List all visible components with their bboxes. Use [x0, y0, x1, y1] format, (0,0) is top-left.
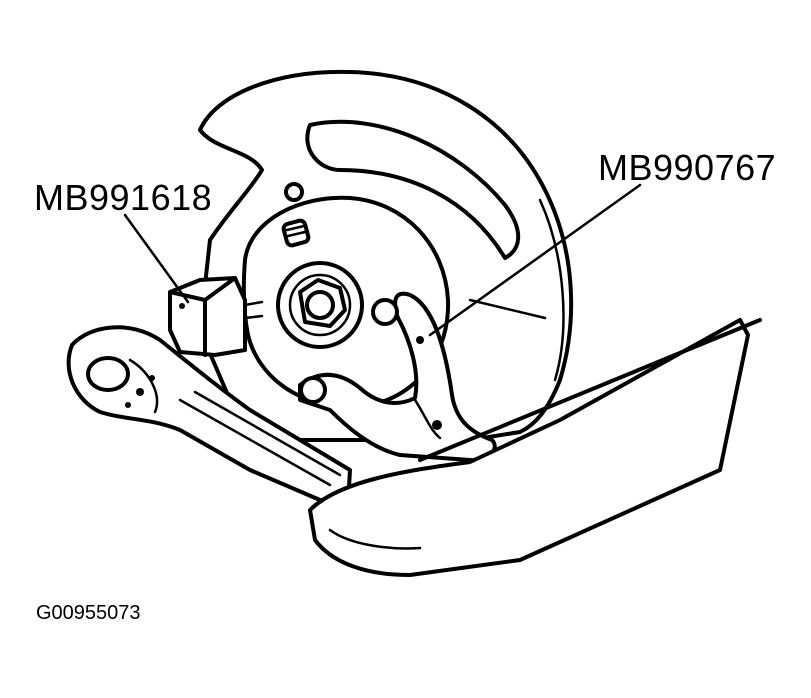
hub-center-nut — [276, 261, 364, 349]
tool-label-mb991618: MB991618 — [34, 177, 213, 218]
tool-label-mb990767: MB990767 — [598, 147, 777, 188]
leader-line-mb990767 — [428, 183, 642, 337]
ratchet-wrench — [66, 325, 352, 507]
mechanic-arm — [308, 318, 762, 577]
figure-code: G00955073 — [36, 602, 141, 624]
tool-mb991618-socket — [168, 276, 264, 357]
leader-line-mb991618 — [123, 213, 190, 304]
tool-mb990767-arm — [298, 291, 497, 463]
